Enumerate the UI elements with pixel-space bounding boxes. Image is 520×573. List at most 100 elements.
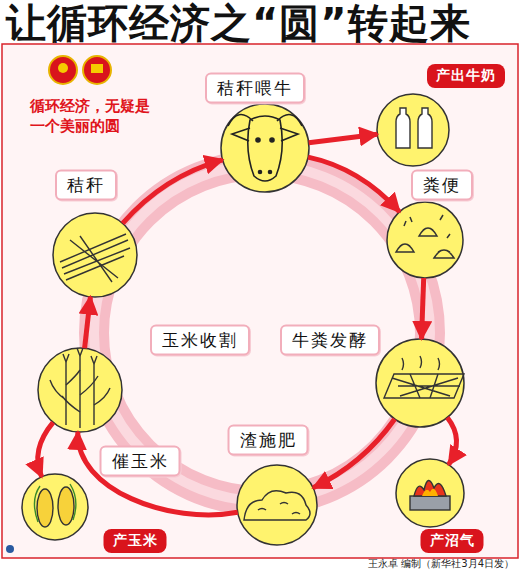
edge-label-wrap: 玉米收割 xyxy=(150,325,250,356)
biogas-stove xyxy=(410,496,450,510)
cycle-node: 催玉米 xyxy=(38,348,122,432)
title-wrap: 让循环经济之“圆”转起来 xyxy=(6,0,471,51)
milk-bottle xyxy=(396,108,432,148)
node-label-wrap: 产沼气 xyxy=(421,529,484,553)
ferment-pit xyxy=(392,374,460,398)
yellow-disc xyxy=(22,474,88,540)
note-text: 循环经济，无疑是一个美丽的圆 xyxy=(30,96,152,137)
cycle-arrow xyxy=(123,160,223,224)
cycle-node: 粪便 xyxy=(387,202,463,278)
cycle-node: 产沼气 xyxy=(396,459,464,527)
stage-label: 牛粪发酵 xyxy=(280,325,380,356)
output-tag: 产玉米 xyxy=(104,529,167,553)
stage-label: 催玉米 xyxy=(100,446,181,477)
node-label-wrap: 产出牛奶 xyxy=(427,64,505,88)
stage-label: 渣施肥 xyxy=(228,425,309,456)
milk-bottle xyxy=(418,108,432,148)
stage-label: 秸秆喂牛 xyxy=(205,73,305,104)
cycle-node: 牛粪发酵 xyxy=(376,339,464,427)
yellow-disc xyxy=(221,104,309,192)
node-label-wrap: 牛粪发酵 xyxy=(280,325,380,356)
corn-ear xyxy=(58,487,74,525)
corner-icon xyxy=(6,545,14,553)
cycle-arrow xyxy=(447,418,456,465)
cycle-ring xyxy=(94,165,430,501)
cycle-ring xyxy=(94,165,430,501)
cow-head xyxy=(248,116,283,181)
ferment-pit xyxy=(384,356,464,398)
emblem xyxy=(83,56,111,84)
cycle-node: 渣施肥 xyxy=(237,465,317,545)
node-label-wrap: 渣施肥 xyxy=(228,425,309,456)
corn-ear xyxy=(34,484,75,527)
cycle-node: 产出牛奶 xyxy=(377,94,449,166)
corn-plant xyxy=(66,356,94,428)
cow-head xyxy=(256,138,260,142)
cycle-arrow xyxy=(422,278,424,339)
emblem xyxy=(49,56,111,84)
corn-plant xyxy=(50,370,110,412)
manure-heap xyxy=(244,491,310,520)
output-tag: 产沼气 xyxy=(421,529,484,553)
cycle-arrow xyxy=(85,297,91,349)
straw-bundle xyxy=(70,236,118,282)
cycle-arrow xyxy=(308,157,399,212)
cycle-node: 秸秆喂牛 xyxy=(221,104,309,192)
cycle-arrow xyxy=(313,419,395,488)
corner-icon xyxy=(6,545,14,553)
yellow-disc xyxy=(38,348,122,432)
note-text-wrap: 循环经济，无疑是一个美丽的圆 xyxy=(30,96,152,137)
stage-label: 粪便 xyxy=(411,170,473,201)
cycle-node: 产玉米 xyxy=(22,474,88,540)
emblem xyxy=(91,64,103,73)
cow-head xyxy=(228,115,302,181)
dung xyxy=(396,215,454,258)
cycle-arrow xyxy=(78,432,238,515)
cycle-arrow xyxy=(38,422,53,477)
corn-plant xyxy=(50,348,110,428)
emblem xyxy=(58,63,68,73)
biogas-stove xyxy=(422,489,438,496)
cycle-node: 秸秆 xyxy=(53,213,137,297)
corn-ear xyxy=(34,484,75,522)
cow-head xyxy=(269,171,272,174)
ferment-pit xyxy=(402,356,440,370)
credit-text: 王永卓 编制（新华社3月4日发） xyxy=(368,557,514,571)
milk-bottle xyxy=(396,108,410,148)
ferment-pit xyxy=(384,374,464,398)
manure-heap xyxy=(244,491,310,520)
node-label-wrap: 粪便 xyxy=(411,170,473,201)
output-tag: 产出牛奶 xyxy=(427,64,505,88)
yellow-disc xyxy=(237,465,317,545)
dung xyxy=(396,244,414,252)
yellow-disc xyxy=(377,94,449,166)
yellow-disc xyxy=(376,339,464,427)
yellow-disc xyxy=(53,213,137,297)
biogas-stove xyxy=(410,480,450,510)
credit-text-wrap: 王永卓 编制（新华社3月4日发） xyxy=(368,552,514,571)
cycle-arrow xyxy=(309,134,378,142)
cow-head xyxy=(232,128,250,141)
biogas-stove xyxy=(414,480,446,496)
yellow-disc xyxy=(22,94,464,545)
stage-label: 秸秆 xyxy=(55,170,117,201)
manure-heap xyxy=(258,503,300,515)
cow-head xyxy=(280,128,298,141)
dung xyxy=(434,250,454,258)
emblem xyxy=(49,56,77,84)
yellow-disc xyxy=(387,202,463,278)
yellow-disc xyxy=(396,459,464,527)
node-label-wrap: 秸秆 xyxy=(55,170,117,201)
corn-plant xyxy=(63,348,97,364)
dung xyxy=(419,228,437,236)
cow-head xyxy=(270,138,274,142)
node-label-wrap: 催玉米 xyxy=(100,446,181,477)
edge-label: 玉米收割 xyxy=(150,325,250,356)
node-label-wrap: 产玉米 xyxy=(104,529,167,553)
frame xyxy=(2,44,518,558)
title: 让循环经济之“圆”转起来 xyxy=(6,0,471,51)
dung xyxy=(404,215,450,238)
corn-ear xyxy=(37,489,53,527)
cycle-ring xyxy=(94,165,430,501)
